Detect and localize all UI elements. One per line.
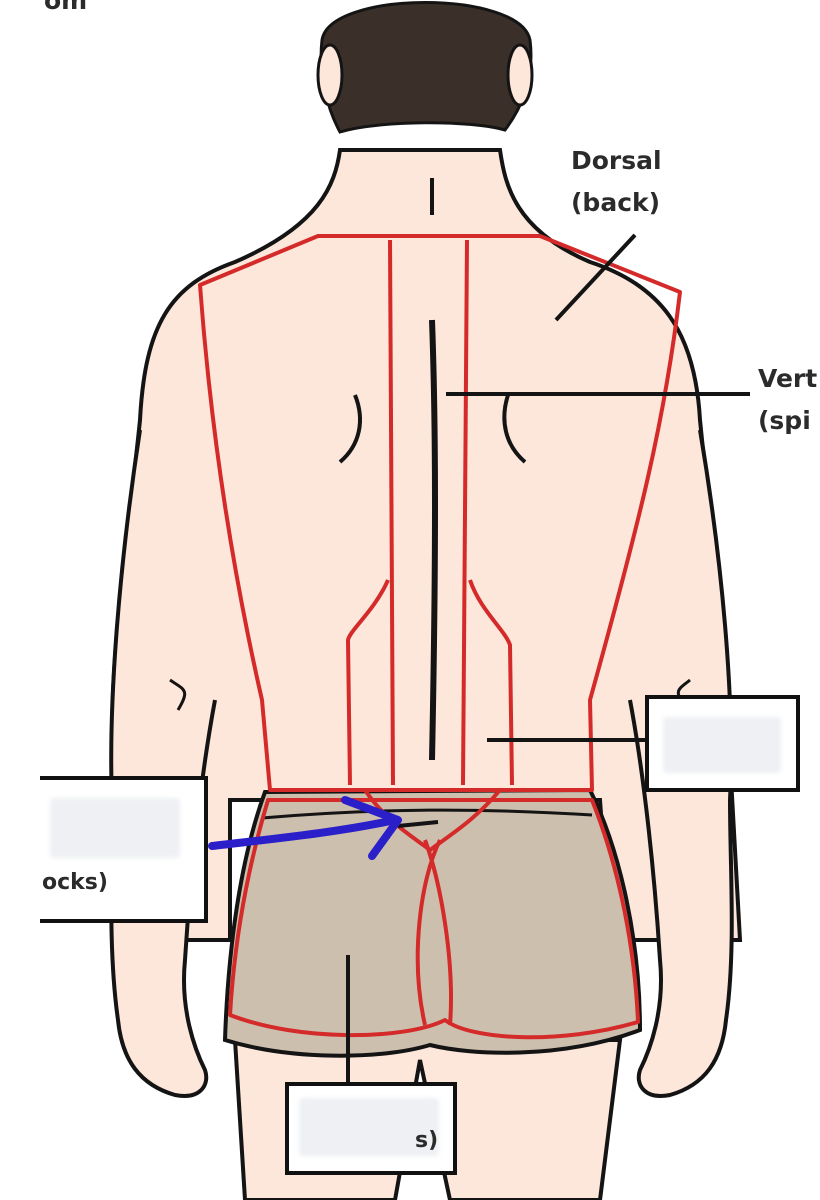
left-scapula: [338, 394, 362, 464]
vertebral-right-line: [461, 239, 469, 786]
gluteal-label-box: s): [285, 1082, 457, 1175]
left-box-partial-label: ocks): [42, 870, 108, 895]
sacral-leader: [397, 820, 439, 828]
dorsal-label-line1: Dorsal: [571, 146, 662, 175]
left-ear: [316, 43, 344, 107]
dorsal-region: [198, 234, 682, 792]
hair: [319, 1, 533, 134]
arrow: [208, 796, 402, 860]
gluteal-cleft: [415, 839, 453, 1026]
dorsal-leader: [554, 233, 637, 322]
shorts: [222, 787, 643, 1058]
leader-lines: [346, 233, 750, 1085]
vertebral-label-line1: Vert: [758, 364, 818, 393]
right-scapula: [502, 394, 527, 464]
gluteal-region: [228, 798, 640, 1040]
lumbar-right: [468, 579, 514, 786]
left-arm: [109, 429, 217, 1098]
vertebral-label-line2: (spi: [758, 406, 811, 435]
spine-line: [429, 319, 438, 761]
vertebral-left-line: [388, 239, 395, 786]
dorsal-label-line2: (back): [571, 188, 661, 217]
region-outlines: [198, 234, 682, 1040]
sacral-label-box: ocks): [40, 776, 208, 923]
bottom-box-partial-label: s): [415, 1128, 439, 1153]
lumbar-left: [346, 579, 390, 786]
right-ear: [506, 43, 534, 107]
waistband-line: [261, 808, 593, 820]
lumbar-label-box: [645, 695, 800, 792]
left-elbow: [169, 678, 187, 711]
top-partial-label: om: [44, 0, 88, 15]
